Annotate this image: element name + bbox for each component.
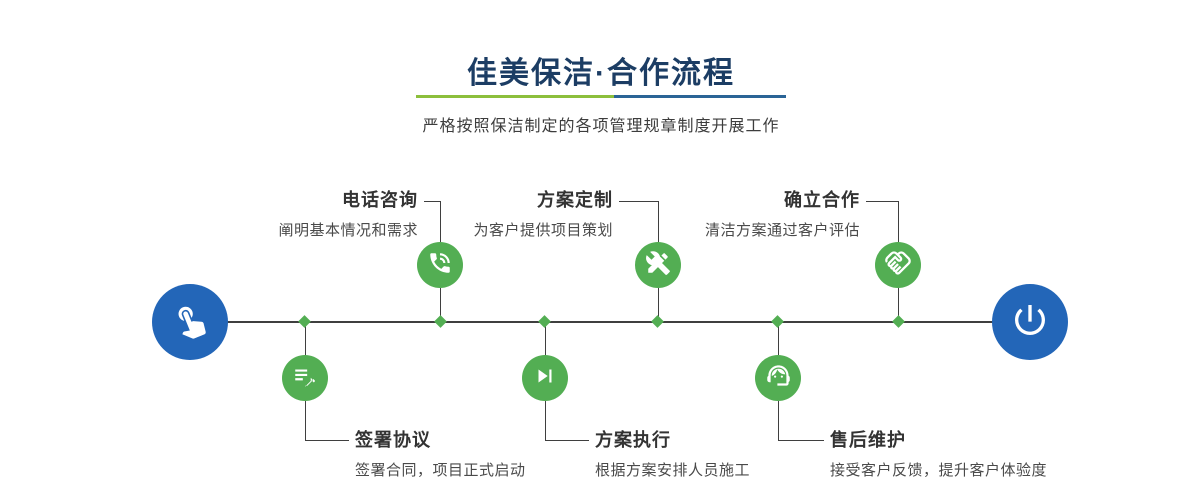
connector-line <box>424 201 440 202</box>
underline-green-segment <box>416 95 614 98</box>
step-phone-consultation: 电话咨询 阐明基本情况和需求 <box>240 186 418 240</box>
step-plan-execution: 方案执行 根据方案安排人员施工 <box>595 426 835 480</box>
connector-line <box>898 288 899 322</box>
step-title: 方案定制 <box>537 190 613 210</box>
pointing-hand-icon <box>164 295 215 349</box>
customer-service-icon <box>765 362 792 394</box>
timeline-marker-diamond <box>298 315 311 328</box>
timeline-line <box>190 321 1035 323</box>
timeline-marker-diamond <box>771 315 784 328</box>
timeline-marker-diamond <box>651 315 664 328</box>
title-underline <box>416 95 786 98</box>
underline-blue-segment <box>613 95 786 98</box>
step-description: 根据方案安排人员施工 <box>595 462 751 479</box>
connector-line <box>619 201 658 202</box>
tools-icon <box>645 250 671 281</box>
timeline-marker-diamond <box>892 315 905 328</box>
timeline-start-node <box>152 284 228 360</box>
step-node-after-sales <box>755 355 801 401</box>
timeline-end-node <box>992 284 1068 360</box>
step-node-plan <box>635 242 681 288</box>
connector-line <box>778 322 779 355</box>
handshake-icon <box>884 249 912 282</box>
connector-line <box>866 201 898 202</box>
step-title: 确立合作 <box>784 190 860 210</box>
phone-icon <box>427 250 453 281</box>
step-description: 阐明基本情况和需求 <box>278 222 418 239</box>
connector-line <box>658 201 659 242</box>
connector-line <box>778 440 824 441</box>
step-after-sales-maintenance: 售后维护 接受客户反馈，提升客户体验度 <box>830 426 1090 480</box>
connector-line <box>545 440 589 441</box>
connector-line <box>545 322 546 355</box>
step-title: 售后维护 <box>830 430 906 450</box>
page-subtitle: 严格按照保洁制定的各项管理规章制度开展工作 <box>422 118 780 135</box>
connector-line <box>545 401 546 441</box>
step-description: 清洁方案通过客户评估 <box>704 222 860 239</box>
step-node-sign-agreement <box>282 355 328 401</box>
connector-line <box>778 401 779 441</box>
step-description: 为客户提供项目策划 <box>473 222 613 239</box>
timeline-marker-diamond <box>434 315 447 328</box>
step-title: 方案执行 <box>595 430 671 450</box>
step-description: 签署合同，项目正式启动 <box>355 462 526 479</box>
step-node-execution <box>522 355 568 401</box>
connector-line <box>898 201 899 242</box>
connector-line <box>305 401 306 441</box>
page-title: 佳美保洁·合作流程 <box>467 57 735 90</box>
power-icon <box>1010 300 1050 345</box>
step-title: 签署协议 <box>355 430 431 450</box>
connector-line <box>658 288 659 322</box>
connector-line <box>440 201 441 242</box>
play-next-icon <box>532 363 558 394</box>
step-node-cooperation <box>875 242 921 288</box>
document-edit-icon <box>292 363 318 394</box>
connector-line <box>305 440 349 441</box>
connector-line <box>305 322 306 355</box>
connector-line <box>440 288 441 322</box>
step-node-phone <box>417 242 463 288</box>
step-establish-cooperation: 确立合作 清洁方案通过客户评估 <box>682 186 860 240</box>
step-description: 接受客户反馈，提升客户体验度 <box>830 462 1048 479</box>
step-plan-customization: 方案定制 为客户提供项目策划 <box>435 186 613 240</box>
step-title: 电话咨询 <box>342 190 418 210</box>
timeline-marker-diamond <box>538 315 551 328</box>
step-sign-agreement: 签署协议 签署合同，项目正式启动 <box>355 426 595 480</box>
